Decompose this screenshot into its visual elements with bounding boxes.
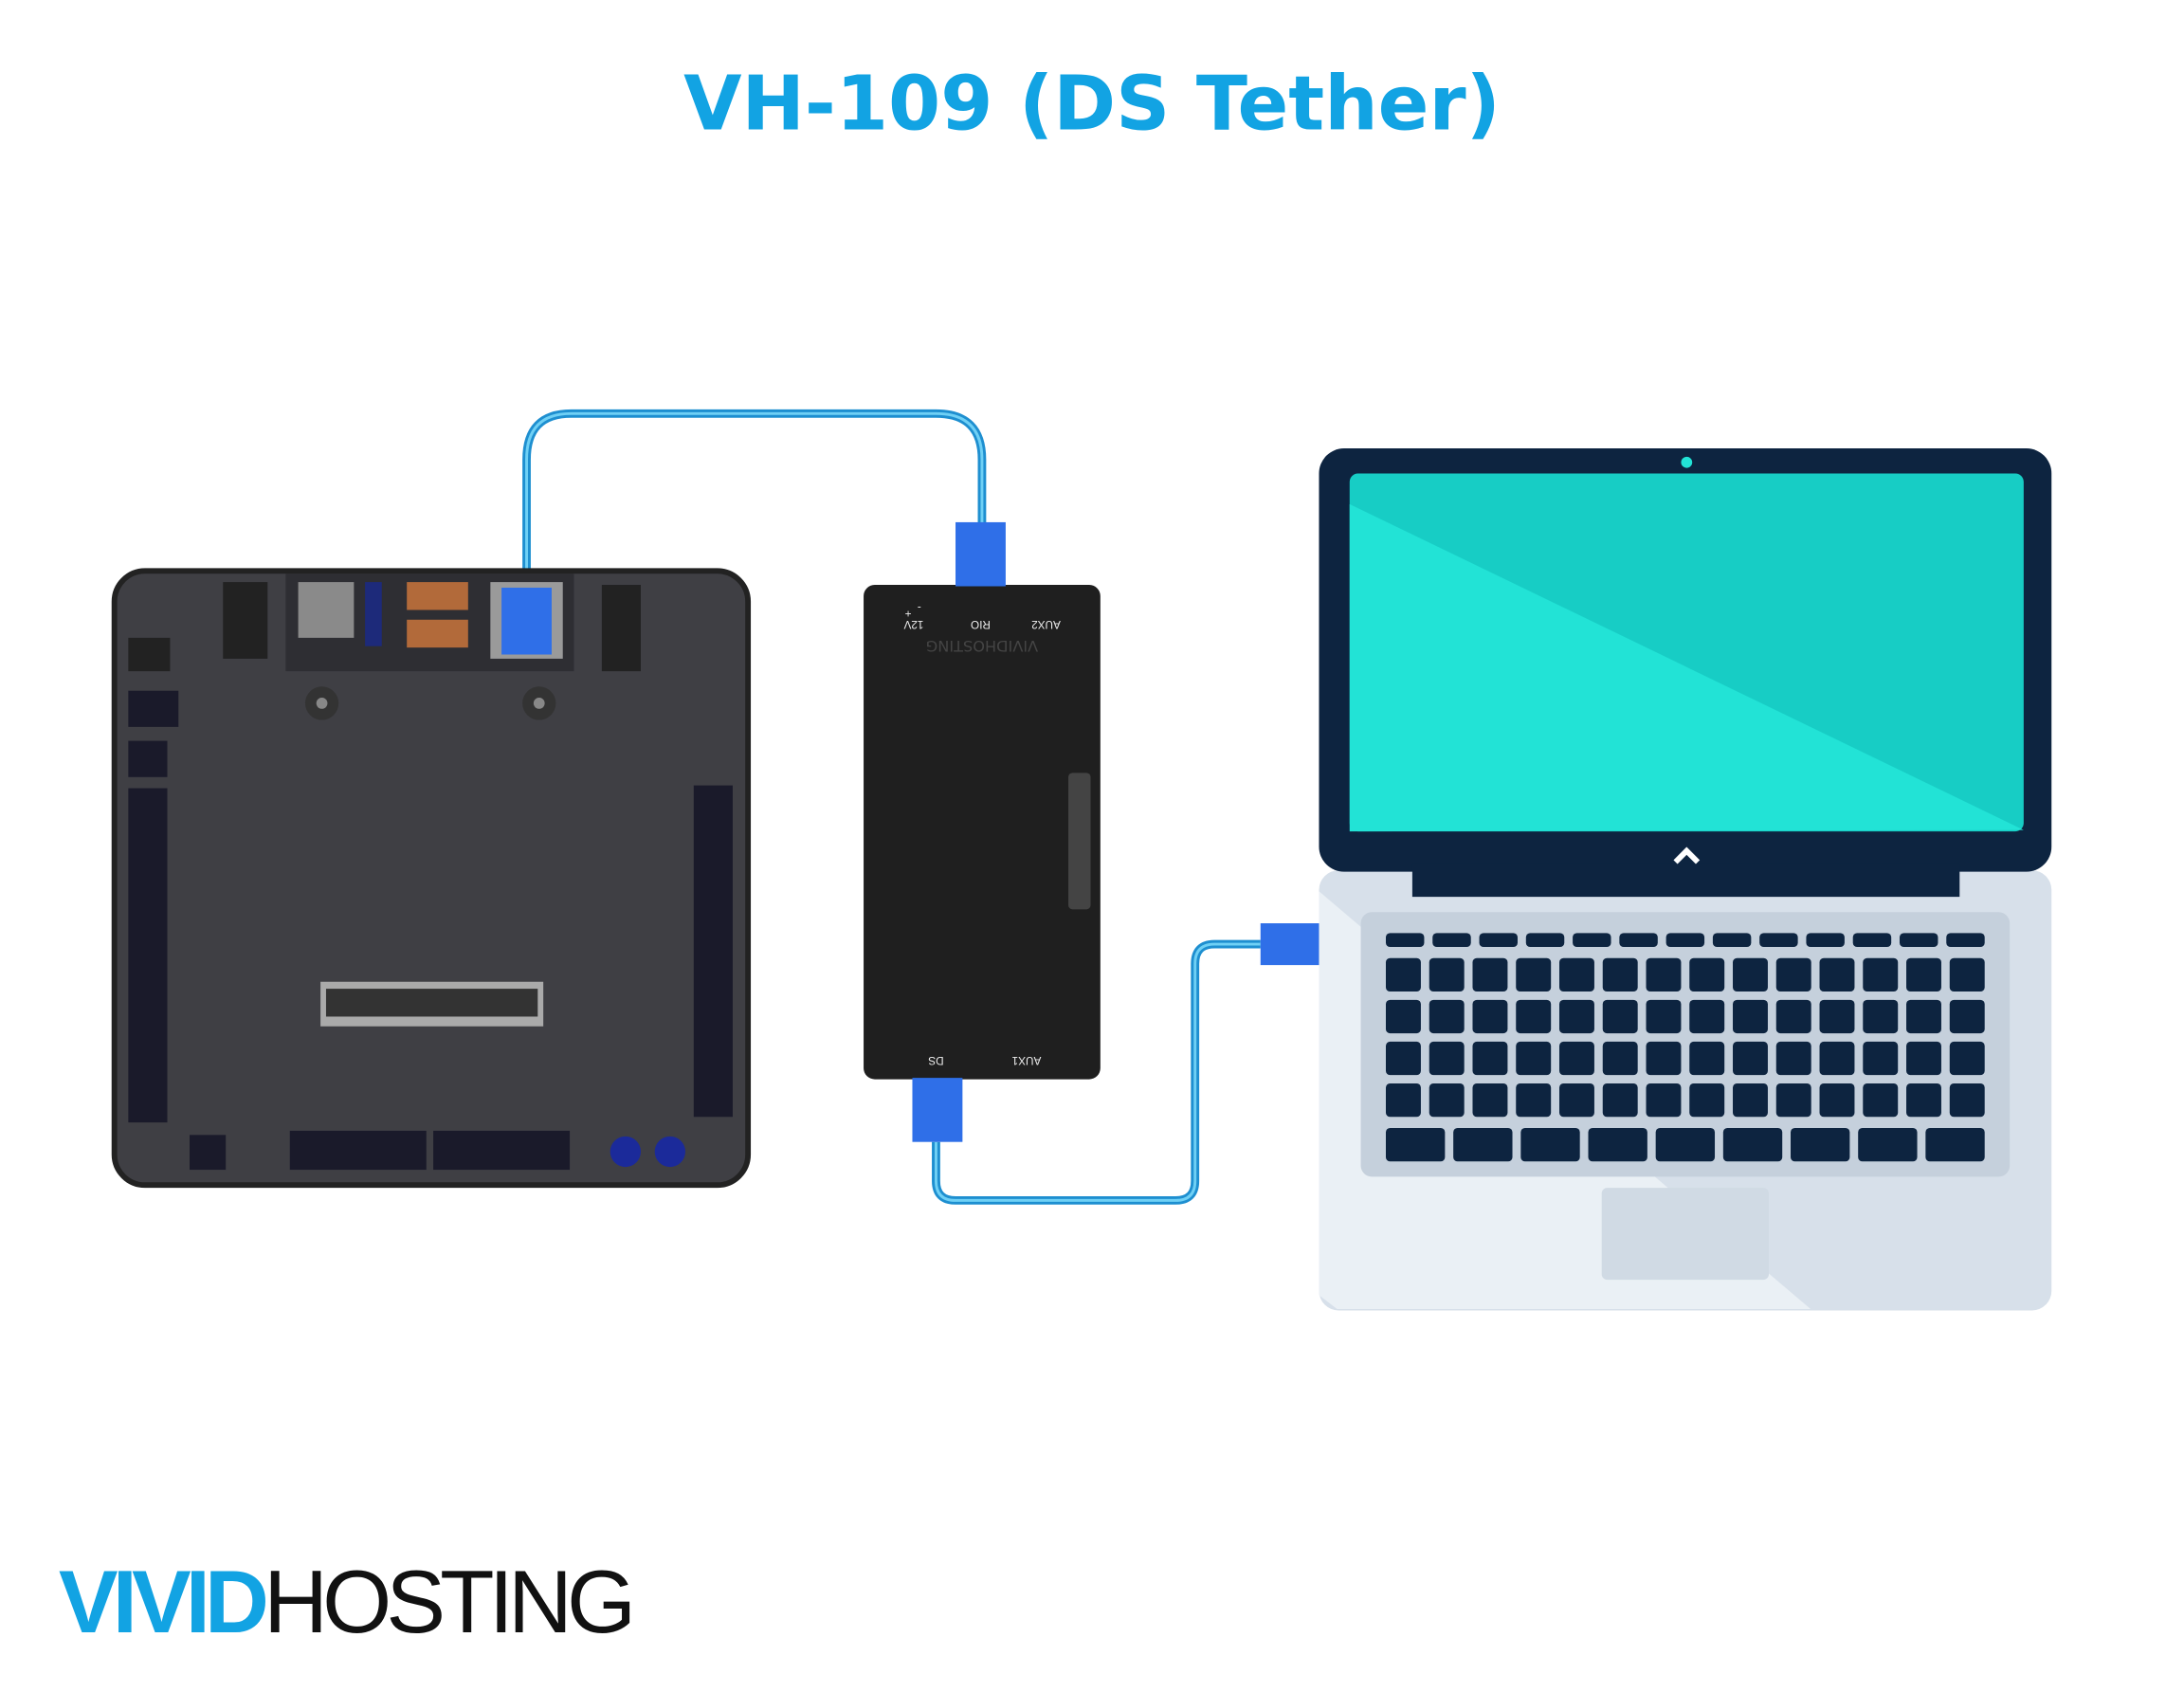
keyboard-key xyxy=(1429,1041,1465,1076)
radio-brand-text: VIVIDHOSTING xyxy=(926,637,1038,655)
keyboard-key xyxy=(1925,1128,1985,1162)
keyboard-key xyxy=(1819,999,1855,1034)
keyboard-key xyxy=(1646,957,1682,992)
keyboard-key xyxy=(1775,1041,1811,1076)
keyboard-key xyxy=(1429,999,1465,1034)
svg-text:VIVIDHOSTING: VIVIDHOSTING xyxy=(59,1552,630,1651)
keyboard-key xyxy=(1733,1041,1768,1076)
keyboard-key xyxy=(1525,933,1565,948)
keyboard-key xyxy=(1516,1083,1552,1118)
keyboard-key xyxy=(1385,999,1421,1034)
keyboard-key xyxy=(1775,957,1811,992)
keyboard-key xyxy=(1906,1041,1941,1076)
keyboard-key xyxy=(1516,999,1552,1034)
keyboard-key xyxy=(1385,1128,1446,1162)
keyboard-key xyxy=(1775,1083,1811,1118)
keyboard-key xyxy=(1429,957,1465,992)
keyboard-key xyxy=(1775,999,1811,1034)
roborio-controller xyxy=(111,568,752,1189)
keyboard-key xyxy=(1573,933,1611,948)
keyboard-key xyxy=(1863,1083,1899,1118)
keyboard-key xyxy=(1906,999,1941,1034)
keyboard-key xyxy=(1733,999,1768,1034)
keyboard-key xyxy=(1819,1083,1855,1118)
port-label-rio: RIO xyxy=(971,618,991,630)
ethernet-cable-radio-to-laptop xyxy=(932,939,1261,1205)
keyboard-key xyxy=(1385,1041,1421,1076)
keyboard-key xyxy=(1759,933,1798,948)
keyboard-key xyxy=(1906,1083,1941,1118)
keyboard-key xyxy=(1429,1083,1465,1118)
keyboard-key xyxy=(1949,957,1985,992)
keyboard-key xyxy=(1520,1128,1580,1162)
port-label-aux2: AUX2 xyxy=(1031,618,1061,630)
keyboard-key xyxy=(1559,1083,1594,1118)
keyboard-key xyxy=(1906,957,1941,992)
keyboard-key xyxy=(1949,999,1985,1034)
keyboard-key xyxy=(1588,1128,1647,1162)
ethernet-cable-roborio-to-radio xyxy=(522,409,987,586)
polarity-minus: - xyxy=(918,602,921,614)
keyboard-key xyxy=(1602,1083,1638,1118)
keyboard-key xyxy=(1619,933,1658,948)
keyboard-key xyxy=(1689,957,1725,992)
keyboard-key xyxy=(1559,999,1594,1034)
laptop xyxy=(1260,448,2052,1311)
keyboard-key xyxy=(1819,1041,1855,1076)
keyboard-key xyxy=(1516,957,1552,992)
port-label-12v: 12V xyxy=(903,618,923,630)
keyboard-key xyxy=(1863,957,1899,992)
keyboard-key xyxy=(1689,1041,1725,1076)
port-label-aux1: AUX1 xyxy=(1012,1054,1042,1066)
keyboard-key xyxy=(1385,1083,1421,1118)
keyboard-key xyxy=(1432,933,1471,948)
keyboard-key xyxy=(1946,933,1985,948)
keyboard-key xyxy=(1472,999,1508,1034)
keyboard-key xyxy=(1646,1083,1682,1118)
vivid-hosting-logo: VIVIDHOSTING xyxy=(59,1552,636,1651)
keyboard-key xyxy=(1712,933,1752,948)
keyboard-key xyxy=(1385,957,1421,992)
keyboard-key xyxy=(1806,933,1845,948)
page-title: VH-109 (DS Tether) xyxy=(683,60,1501,148)
keyboard-key xyxy=(1819,957,1855,992)
keyboard-key xyxy=(1791,1128,1850,1162)
keyboard-key xyxy=(1516,1041,1552,1076)
keyboard-key xyxy=(1602,957,1638,992)
keyboard-key xyxy=(1949,1041,1985,1076)
keyboard-key xyxy=(1655,1128,1716,1162)
keyboard-key xyxy=(1559,1041,1594,1076)
keyboard-key xyxy=(1722,1128,1783,1162)
keyboard-key xyxy=(1863,1041,1899,1076)
polarity-plus: + xyxy=(905,607,912,619)
keyboard xyxy=(1385,933,1985,1162)
keyboard-key xyxy=(1858,1128,1918,1162)
port-label-ds: DS xyxy=(928,1054,943,1066)
keyboard-key xyxy=(1646,1041,1682,1076)
keyboard-key xyxy=(1479,933,1518,948)
keyboard-key xyxy=(1733,1083,1768,1118)
keyboard-key xyxy=(1665,933,1705,948)
keyboard-key xyxy=(1689,1083,1725,1118)
vh109-radio: VIVIDHOSTING 12V + - RIO AUX2 DS AUX1 xyxy=(864,521,1101,1142)
keyboard-key xyxy=(1385,933,1425,948)
keyboard-key xyxy=(1472,1041,1508,1076)
keyboard-key xyxy=(1949,1083,1985,1118)
keyboard-key xyxy=(1646,999,1682,1034)
keyboard-key xyxy=(1689,999,1725,1034)
keyboard-key xyxy=(1453,1128,1513,1162)
keyboard-key xyxy=(1602,1041,1638,1076)
keyboard-key xyxy=(1899,933,1938,948)
keyboard-key xyxy=(1472,1083,1508,1118)
keyboard-key xyxy=(1852,933,1892,948)
keyboard-key xyxy=(1559,957,1594,992)
keyboard-key xyxy=(1863,999,1899,1034)
keyboard-key xyxy=(1602,999,1638,1034)
keyboard-key xyxy=(1472,957,1508,992)
keyboard-key xyxy=(1733,957,1768,992)
